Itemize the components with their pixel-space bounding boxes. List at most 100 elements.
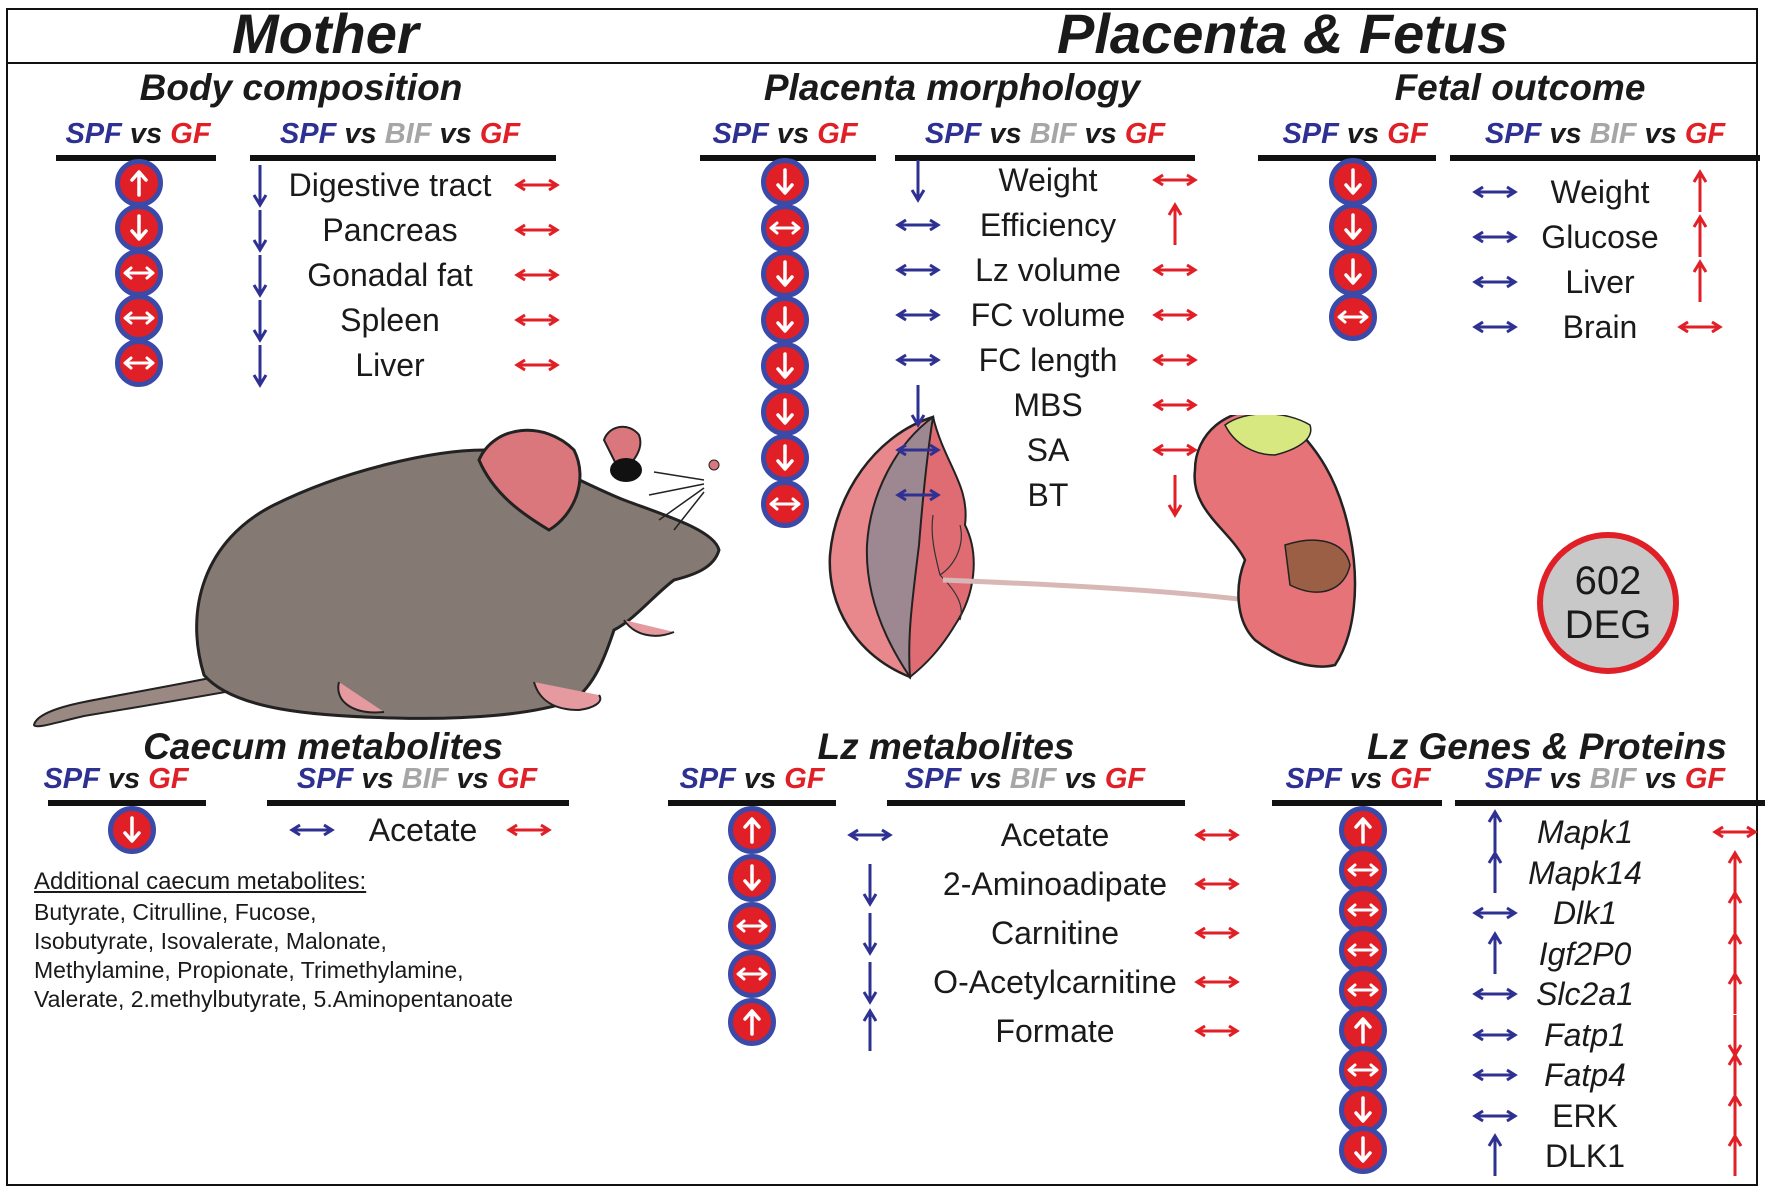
arrow-up-icon (1711, 849, 1759, 897)
row-label: SA (1026, 432, 1070, 468)
badge-none (1339, 886, 1387, 934)
row-label: Mapk14 (1528, 854, 1642, 891)
arrow-none-icon (1151, 336, 1199, 384)
bif-label: BIF (1589, 763, 1645, 795)
row-label: Liver (355, 347, 425, 383)
row-label: Carnitine (990, 915, 1120, 951)
gf-label: GF (148, 763, 189, 795)
arrow-none-icon (894, 426, 942, 474)
badge-none (115, 339, 163, 387)
placenta_morphology-header-bar (895, 155, 1195, 161)
row-label: Slc2a1 (1536, 976, 1634, 1012)
row-label: Digestive tract (288, 167, 492, 203)
arrow-none-icon (1151, 426, 1199, 474)
arrow-none-icon (1471, 889, 1519, 937)
gf-label: GF (784, 763, 825, 795)
body_composition-title: Body composition (139, 67, 463, 108)
additional-metabolites-list: Butyrate, Citrulline, Fucose, Isobutyrat… (34, 899, 514, 1012)
spf-label: SPF (712, 118, 777, 150)
arrow-none-icon (288, 806, 336, 854)
deg-count-badge: 602 DEG (1537, 532, 1679, 674)
badge-down (761, 388, 809, 436)
additional-metabolites-title: Additional caecum metabolites: (34, 868, 367, 895)
spf-label: SPF (1285, 763, 1350, 795)
arrow-none-icon (846, 811, 894, 859)
row-label: Glucose (1541, 219, 1659, 255)
arrow-none-icon (1471, 258, 1519, 306)
badge-none (1329, 293, 1377, 341)
badge-down (1329, 248, 1377, 296)
arrow-none-icon (1193, 811, 1241, 859)
arrow-none-icon (1711, 808, 1759, 856)
row-label: Efficiency (979, 207, 1117, 243)
row-label: FC volume (970, 297, 1126, 333)
vs-label: vs (456, 763, 497, 795)
body_composition-header-bar (56, 155, 216, 161)
bif-label: BIF (1029, 118, 1085, 150)
header-divider (6, 62, 1758, 64)
placenta_morphology-spf-vs-gf-header: SPF vs GF (712, 118, 857, 150)
arrow-none-icon (1676, 303, 1724, 351)
badge-none (728, 950, 776, 998)
arrow-up-icon (1711, 930, 1759, 978)
gf-label: GF (170, 118, 211, 150)
arrow-down-icon (236, 341, 284, 389)
arrow-down-icon (236, 251, 284, 299)
lz_genes_proteins-header-bar (1272, 800, 1442, 806)
vs-label: vs (1644, 763, 1685, 795)
bif-label: BIF (1009, 763, 1065, 795)
arrow-down-icon (846, 860, 894, 908)
caecum_metabolites-title: Caecum metabolites (143, 726, 503, 767)
spf-label: SPF (65, 118, 130, 150)
row-label: Fatp4 (1544, 1057, 1626, 1093)
lz_metabolites-title: Lz metabolites (817, 726, 1075, 767)
arrow-up-icon (1711, 1132, 1759, 1180)
vs-label: vs (989, 118, 1030, 150)
arrow-none-icon (1193, 860, 1241, 908)
lz_genes_proteins-three-way-header: SPF vs BIF vs GF (1485, 763, 1725, 795)
badge-none (761, 480, 809, 528)
gf-label: GF (1124, 118, 1166, 150)
vs-label: vs (344, 118, 385, 150)
placenta_morphology-title: Placenta morphology (763, 67, 1141, 108)
placenta-and-fetus-illustration (828, 415, 1357, 680)
arrow-none-icon (894, 291, 942, 339)
row-label: Pancreas (322, 212, 458, 248)
body_composition-header-bar (250, 155, 556, 161)
gf-label: GF (1684, 763, 1726, 795)
arrow-none-icon (1151, 291, 1199, 339)
caecum_metabolites-three-way-header: SPF vs BIF vs GF (297, 763, 537, 795)
lz_metabolites-header-bar (887, 800, 1185, 806)
figure-border (6, 8, 1758, 1186)
spf-label: SPF (279, 118, 345, 150)
lz_metabolites-three-way-header: SPF vs BIF vs GF (905, 763, 1145, 795)
arrow-up-icon (1711, 1092, 1759, 1140)
badge-none (1339, 966, 1387, 1014)
arrow-none-icon (1471, 168, 1519, 216)
spf-label: SPF (43, 763, 108, 795)
arrow-up-icon (1471, 930, 1519, 978)
row-label: Brain (1562, 309, 1638, 345)
deg-unit: DEG (1564, 603, 1652, 647)
arrow-up-icon (1471, 808, 1519, 856)
arrow-up-icon (1471, 849, 1519, 897)
badge-none (728, 902, 776, 950)
gf-label: GF (496, 763, 538, 795)
arrow-none-icon (894, 336, 942, 384)
vs-label: vs (969, 763, 1010, 795)
vs-label: vs (1644, 118, 1685, 150)
arrow-none-icon (894, 201, 942, 249)
row-label: ERK (1552, 1097, 1618, 1134)
placenta-fetus-header: Placenta & Fetus (1057, 2, 1509, 65)
arrow-up-icon (1471, 1132, 1519, 1180)
fetal_outcome-three-way-header: SPF vs BIF vs GF (1485, 118, 1725, 150)
arrow-down-icon (236, 206, 284, 254)
gf-label: GF (1104, 763, 1146, 795)
arrow-down-icon (846, 958, 894, 1006)
arrow-up-icon (1711, 889, 1759, 937)
lz_metabolites-spf-vs-gf-header: SPF vs GF (679, 763, 824, 795)
caecum_metabolites-header-bar (48, 800, 206, 806)
lz_metabolites-header-bar (668, 800, 836, 806)
arrow-none-icon (513, 251, 561, 299)
gf-label: GF (817, 118, 858, 150)
